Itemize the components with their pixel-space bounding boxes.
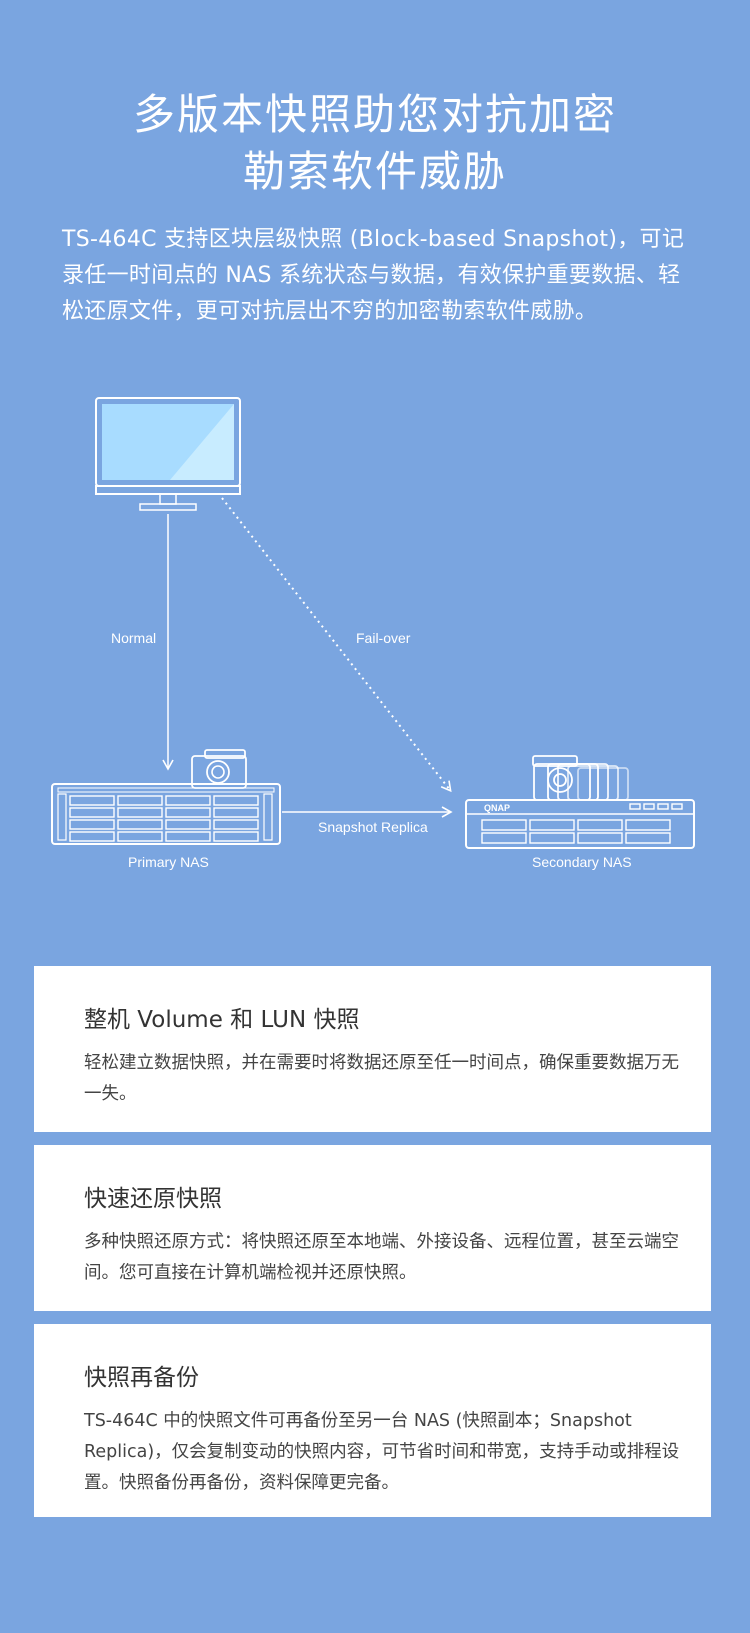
feature-title: 整机 Volume 和 LUN 快照 xyxy=(84,1007,360,1033)
snapshot-diagram: QNAP Normal Fail-over Snapshot Replica P… xyxy=(0,390,750,930)
camera-icon xyxy=(191,749,247,789)
normal-label: Normal xyxy=(111,630,157,646)
page-title: 多版本快照助您对抗加密 勒索软件威胁 xyxy=(0,86,750,200)
camera-stack-icon xyxy=(532,755,629,801)
feature-card-fast-restore: 快速还原快照 多种快照还原方式：将快照还原至本地端、外接设备、远程位置，甚至云端… xyxy=(34,1145,711,1311)
primary-nas-label: Primary NAS xyxy=(128,854,209,870)
feature-body: 轻松建立数据快照，并在需要时将数据还原至任一时间点，确保重要数据万无一失。 xyxy=(84,1053,679,1104)
monitor-icon xyxy=(95,397,241,511)
secondary-nas-icon: QNAP xyxy=(465,799,695,849)
feature-title: 快照再备份 xyxy=(84,1365,199,1391)
failover-arrow xyxy=(221,497,452,793)
feature-body: 多种快照还原方式：将快照还原至本地端、外接设备、远程位置，甚至云端空间。您可直接… xyxy=(84,1232,679,1283)
qnap-logo: QNAP xyxy=(484,803,510,813)
page-title-line-1: 多版本快照助您对抗加密 xyxy=(132,90,617,139)
nas-icon xyxy=(51,783,281,845)
secondary-nas-label: Secondary NAS xyxy=(532,854,632,870)
replica-label: Snapshot Replica xyxy=(318,819,428,835)
failover-label: Fail-over xyxy=(356,630,411,646)
intro-paragraph: TS-464C 支持区块层级快照 (Block-based Snapshot)，… xyxy=(62,227,685,324)
feature-card-snapshot-replica: 快照再备份 TS-464C 中的快照文件可再备份至另一台 NAS (快照副本；S… xyxy=(34,1324,711,1517)
feature-card-volume-snapshot: 整机 Volume 和 LUN 快照 轻松建立数据快照，并在需要时将数据还原至任… xyxy=(34,966,711,1132)
page-title-line-2: 勒索软件威胁 xyxy=(242,147,507,196)
feature-title: 快速还原快照 xyxy=(84,1186,222,1212)
feature-body: TS-464C 中的快照文件可再备份至另一台 NAS (快照副本；Snapsho… xyxy=(84,1411,680,1493)
diagram-graphic: QNAP xyxy=(51,397,695,849)
